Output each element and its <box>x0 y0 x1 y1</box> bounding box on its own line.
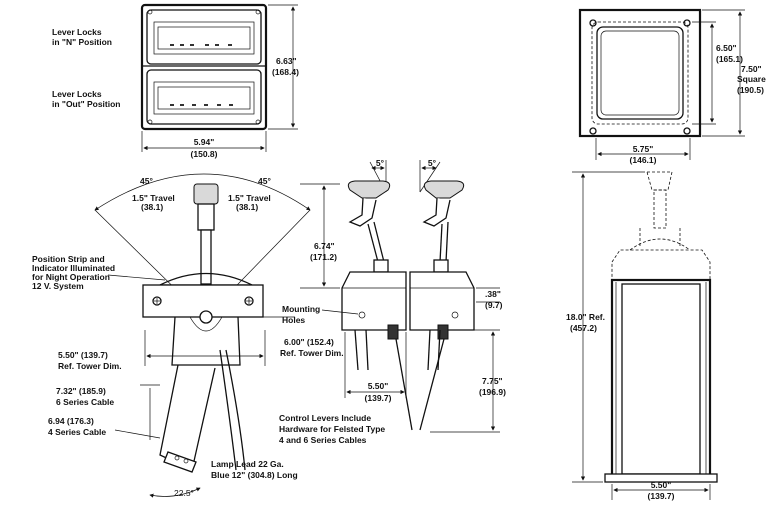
svg-text:4 Series Cable: 4 Series Cable <box>48 427 106 437</box>
front-view-housing <box>142 284 295 366</box>
lamp-lead-label: Lamp Lead 22 Ga. Blue 12" (304.8) Long <box>211 459 298 480</box>
top-right-width-dimension: 5.75" (146.1) <box>595 138 691 165</box>
side-thickness-dimension: .38" (9.7) <box>476 287 503 310</box>
mounting-holes-label: Mounting Holes <box>282 304 359 325</box>
svg-text:(190.5): (190.5) <box>737 85 764 95</box>
svg-text:(38.1): (38.1) <box>236 202 258 212</box>
svg-text:.38": .38" <box>485 289 501 299</box>
svg-text:Hardware for Felsted Type: Hardware for Felsted Type <box>279 424 385 434</box>
svg-text:5.94": 5.94" <box>194 137 215 147</box>
top-left-width-dimension: 5.94" (150.8) <box>141 131 267 159</box>
front-view-cable-bracket <box>159 349 246 473</box>
front-tower-dimension: 5.50" (139.7) Ref. Tower Dim. <box>58 330 266 371</box>
control-levers-note: Control Levers Include Hardware for Fels… <box>279 413 385 445</box>
lever-locks-n-label: Lever Locks in "N" Position <box>52 27 112 47</box>
svg-text:4 and 6 Series Cables: 4 and 6 Series Cables <box>279 435 367 445</box>
side-tower-dimension: 6.00" (152.4) Ref. Tower Dim. <box>280 337 344 358</box>
svg-text:in "N" Position: in "N" Position <box>52 37 112 47</box>
svg-text:5.50" (139.7): 5.50" (139.7) <box>58 350 108 360</box>
svg-text:Ref. Tower Dim.: Ref. Tower Dim. <box>280 348 344 358</box>
svg-text:(150.8): (150.8) <box>191 149 218 159</box>
cable-6-series-dimension: 7.32" (185.9) 6 Series Cable <box>56 384 160 440</box>
svg-text:(171.2): (171.2) <box>310 252 337 262</box>
cable-4-series-dimension: 6.94 (176.3) 4 Series Cable <box>48 416 161 439</box>
svg-text:7.32" (185.9): 7.32" (185.9) <box>56 386 106 396</box>
svg-text:(196.9): (196.9) <box>479 387 506 397</box>
svg-text:(457.2): (457.2) <box>570 323 597 333</box>
svg-text:in "Out" Position: in "Out" Position <box>52 99 121 109</box>
svg-text:1.5" Travel: 1.5" Travel <box>228 193 271 203</box>
svg-text:for Night Operation: for Night Operation <box>32 272 110 282</box>
svg-text:Indicator Illuminated: Indicator Illuminated <box>32 263 115 273</box>
svg-text:Position Strip and: Position Strip and <box>32 254 105 264</box>
side-view-housing <box>341 271 475 431</box>
svg-text:22.5°: 22.5° <box>174 488 194 498</box>
svg-text:Lever Locks: Lever Locks <box>52 89 102 99</box>
right-base-dimension: 5.50" (139.7) <box>611 480 711 501</box>
svg-text:Square: Square <box>737 74 766 84</box>
svg-text:5°: 5° <box>428 158 437 168</box>
svg-text:(139.7): (139.7) <box>648 491 675 501</box>
svg-text:5°: 5° <box>376 158 385 168</box>
top-right-square-dimension: 7.50" Square (190.5) <box>702 9 766 137</box>
svg-text:Blue 12" (304.8) Long: Blue 12" (304.8) Long <box>211 470 298 480</box>
lever-locks-out-label: Lever Locks in "Out" Position <box>52 89 121 109</box>
svg-text:12 V. System: 12 V. System <box>32 281 84 291</box>
svg-text:18.0" Ref.: 18.0" Ref. <box>566 312 605 322</box>
svg-text:(139.7): (139.7) <box>365 393 392 403</box>
right-view-lever-ghost <box>629 171 691 251</box>
svg-text:(38.1): (38.1) <box>141 202 163 212</box>
svg-text:6.94 (176.3): 6.94 (176.3) <box>48 416 94 426</box>
svg-text:6 Series Cable: 6 Series Cable <box>56 397 114 407</box>
svg-text:(9.7): (9.7) <box>485 300 503 310</box>
side-base-dimension: 5.50" (139.7) <box>344 332 407 403</box>
svg-text:(165.1): (165.1) <box>716 54 743 64</box>
svg-text:5.50": 5.50" <box>651 480 672 490</box>
svg-text:Holes: Holes <box>282 315 305 325</box>
svg-text:6.74": 6.74" <box>314 241 335 251</box>
top-right-square-plate <box>578 8 702 138</box>
svg-text:Ref. Tower Dim.: Ref. Tower Dim. <box>58 361 122 371</box>
svg-text:(146.1): (146.1) <box>630 155 657 165</box>
svg-text:7.75": 7.75" <box>482 376 503 386</box>
top-right-inner-dimension: 6.50" (165.1) <box>692 21 743 125</box>
right-view-tower <box>604 249 718 483</box>
svg-text:Control Levers Include: Control Levers Include <box>279 413 371 423</box>
position-strip-label: Position Strip and Indicator Illuminated… <box>32 254 166 291</box>
svg-text:5.50": 5.50" <box>368 381 389 391</box>
svg-text:Lever Locks: Lever Locks <box>52 27 102 37</box>
svg-text:7.50": 7.50" <box>741 64 762 74</box>
svg-text:(168.4): (168.4) <box>272 67 299 77</box>
svg-text:6.00" (152.4): 6.00" (152.4) <box>284 337 334 347</box>
side-depth-dimension: 7.75" (196.9) <box>430 329 506 433</box>
right-height-dimension: 18.0" Ref. (457.2) <box>566 171 645 483</box>
top-view-panel <box>140 3 268 131</box>
svg-text:1.5" Travel: 1.5" Travel <box>132 193 175 203</box>
svg-text:6.50": 6.50" <box>716 43 737 53</box>
top-left-height-dimension: 6.63" (168.4) <box>268 4 299 130</box>
svg-text:Lamp Lead 22 Ga.: Lamp Lead 22 Ga. <box>211 459 284 469</box>
svg-text:5.75": 5.75" <box>633 144 654 154</box>
bottom-angle-dimension: 22.5° <box>149 487 201 498</box>
side-view-lever-right <box>422 180 465 273</box>
svg-text:45°: 45° <box>258 176 271 186</box>
svg-text:Mounting: Mounting <box>282 304 320 314</box>
svg-text:6.63": 6.63" <box>276 56 297 66</box>
svg-text:45°: 45° <box>140 176 153 186</box>
side-height-dimension: 6.74" (171.2) <box>300 183 340 289</box>
side-view-lever-left <box>347 180 391 273</box>
